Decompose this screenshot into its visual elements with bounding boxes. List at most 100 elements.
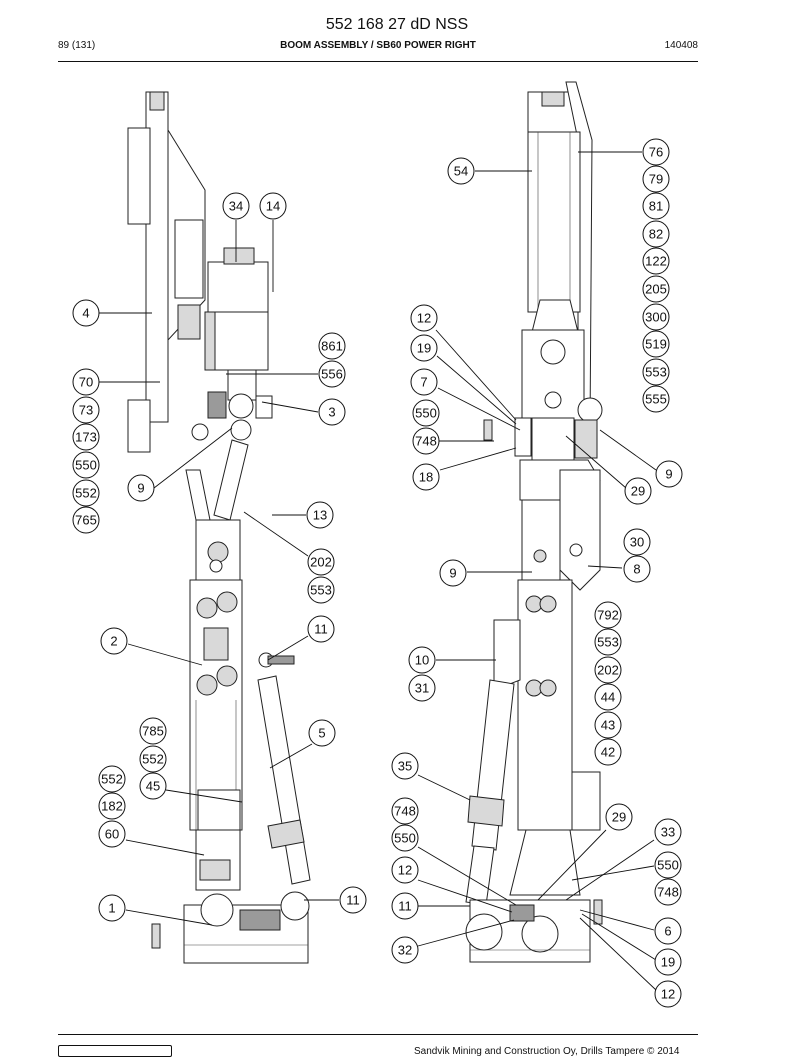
callout-left-5: 556 bbox=[318, 360, 346, 388]
svg-text:9: 9 bbox=[449, 566, 456, 581]
svg-text:18: 18 bbox=[419, 470, 433, 485]
callout-left-16: 553 bbox=[307, 576, 335, 604]
svg-text:519: 519 bbox=[645, 337, 667, 352]
callout-left-6: 70 bbox=[72, 368, 100, 396]
callout-right-22: 9 bbox=[439, 559, 467, 587]
callout-left-27: 1 bbox=[98, 894, 126, 922]
callout-left-19: 5 bbox=[308, 719, 336, 747]
svg-text:11: 11 bbox=[314, 622, 328, 637]
callout-left-7: 3 bbox=[318, 398, 346, 426]
callout-right-19: 29 bbox=[624, 477, 652, 505]
svg-text:182: 182 bbox=[101, 799, 123, 814]
callout-right-3: 79 bbox=[642, 165, 670, 193]
callout-right-35: 33 bbox=[654, 818, 682, 846]
svg-text:861: 861 bbox=[321, 339, 343, 354]
callout-left-8: 73 bbox=[72, 396, 100, 424]
callout-left-20: 785 bbox=[139, 717, 167, 745]
svg-text:29: 29 bbox=[631, 484, 645, 499]
svg-text:552: 552 bbox=[142, 752, 164, 767]
svg-text:553: 553 bbox=[645, 365, 667, 380]
svg-text:553: 553 bbox=[310, 583, 332, 598]
document-date: 140408 bbox=[664, 40, 698, 51]
svg-text:19: 19 bbox=[417, 341, 431, 356]
callout-right-43: 12 bbox=[654, 980, 682, 1008]
callout-right-24: 553 bbox=[594, 628, 622, 656]
svg-text:6: 6 bbox=[664, 924, 671, 939]
callout-left-11: 9 bbox=[127, 474, 155, 502]
svg-text:73: 73 bbox=[79, 403, 93, 418]
svg-text:173: 173 bbox=[75, 430, 97, 445]
svg-text:33: 33 bbox=[661, 825, 675, 840]
callout-left-3: 4 bbox=[72, 299, 100, 327]
svg-text:81: 81 bbox=[649, 199, 663, 214]
callout-right-7: 205 bbox=[642, 275, 670, 303]
svg-text:550: 550 bbox=[394, 831, 416, 846]
callout-right-18: 9 bbox=[655, 460, 683, 488]
header-row: 89 (131) BOOM ASSEMBLY / SB60 POWER RIGH… bbox=[58, 40, 698, 56]
callout-right-9: 519 bbox=[642, 330, 670, 358]
callout-right-27: 43 bbox=[594, 711, 622, 739]
callout-left-9: 173 bbox=[72, 423, 100, 451]
svg-text:42: 42 bbox=[601, 745, 615, 760]
page-number: 89 (131) bbox=[58, 40, 96, 51]
svg-text:76: 76 bbox=[649, 145, 663, 160]
callout-right-34: 29 bbox=[605, 803, 633, 831]
svg-text:44: 44 bbox=[601, 690, 615, 705]
left-boom-view bbox=[127, 91, 311, 964]
callout-right-26: 44 bbox=[594, 683, 622, 711]
svg-text:552: 552 bbox=[75, 486, 97, 501]
document-title: 552 168 27 dD NSS bbox=[325, 16, 469, 33]
callout-left-22: 552 bbox=[98, 765, 126, 793]
svg-text:32: 32 bbox=[398, 943, 412, 958]
callout-right-4: 81 bbox=[642, 192, 670, 220]
callouts-right: 54 76 79 81 82 122 205 300 519 553 555 1… bbox=[391, 138, 683, 1008]
callout-right-2: 76 bbox=[642, 138, 670, 166]
callout-right-14: 7 bbox=[410, 368, 438, 396]
callout-right-38: 748 bbox=[654, 878, 682, 906]
svg-text:12: 12 bbox=[661, 987, 675, 1002]
svg-text:60: 60 bbox=[105, 827, 119, 842]
svg-text:552: 552 bbox=[101, 772, 123, 787]
svg-text:10: 10 bbox=[415, 653, 429, 668]
company-logo bbox=[58, 1045, 172, 1057]
callout-left-12: 552 bbox=[72, 479, 100, 507]
svg-text:202: 202 bbox=[597, 663, 619, 678]
callout-right-15: 550 bbox=[412, 399, 440, 427]
callout-right-11: 555 bbox=[642, 385, 670, 413]
svg-text:765: 765 bbox=[75, 513, 97, 528]
callout-left-17: 11 bbox=[307, 615, 335, 643]
svg-text:553: 553 bbox=[597, 635, 619, 650]
svg-text:19: 19 bbox=[661, 955, 675, 970]
callout-left-2: 14 bbox=[259, 192, 287, 220]
svg-text:7: 7 bbox=[420, 375, 427, 390]
callout-right-16: 748 bbox=[412, 427, 440, 455]
svg-text:9: 9 bbox=[137, 481, 144, 496]
svg-text:5: 5 bbox=[318, 726, 325, 741]
callout-right-1: 54 bbox=[447, 157, 475, 185]
callout-right-5: 82 bbox=[642, 220, 670, 248]
svg-text:550: 550 bbox=[657, 858, 679, 873]
callout-right-29: 10 bbox=[408, 646, 436, 674]
callout-left-18: 2 bbox=[100, 627, 128, 655]
svg-text:43: 43 bbox=[601, 718, 615, 733]
svg-text:11: 11 bbox=[346, 893, 360, 908]
callout-right-41: 32 bbox=[391, 936, 419, 964]
svg-text:34: 34 bbox=[229, 199, 243, 214]
callout-left-4: 861 bbox=[318, 332, 346, 360]
svg-text:555: 555 bbox=[645, 392, 667, 407]
callout-right-25: 202 bbox=[594, 656, 622, 684]
svg-text:31: 31 bbox=[415, 681, 429, 696]
svg-text:748: 748 bbox=[415, 434, 437, 449]
callout-left-14: 13 bbox=[306, 501, 334, 529]
svg-text:13: 13 bbox=[313, 508, 327, 523]
svg-text:550: 550 bbox=[75, 458, 97, 473]
callout-left-25: 60 bbox=[98, 820, 126, 848]
right-boom-view bbox=[465, 81, 603, 963]
callout-right-20: 30 bbox=[623, 528, 651, 556]
callout-left-15: 202 bbox=[307, 548, 335, 576]
svg-text:11: 11 bbox=[398, 899, 412, 914]
svg-text:45: 45 bbox=[146, 779, 160, 794]
svg-text:79: 79 bbox=[649, 172, 663, 187]
svg-text:2: 2 bbox=[110, 634, 117, 649]
callout-right-31: 35 bbox=[391, 752, 419, 780]
